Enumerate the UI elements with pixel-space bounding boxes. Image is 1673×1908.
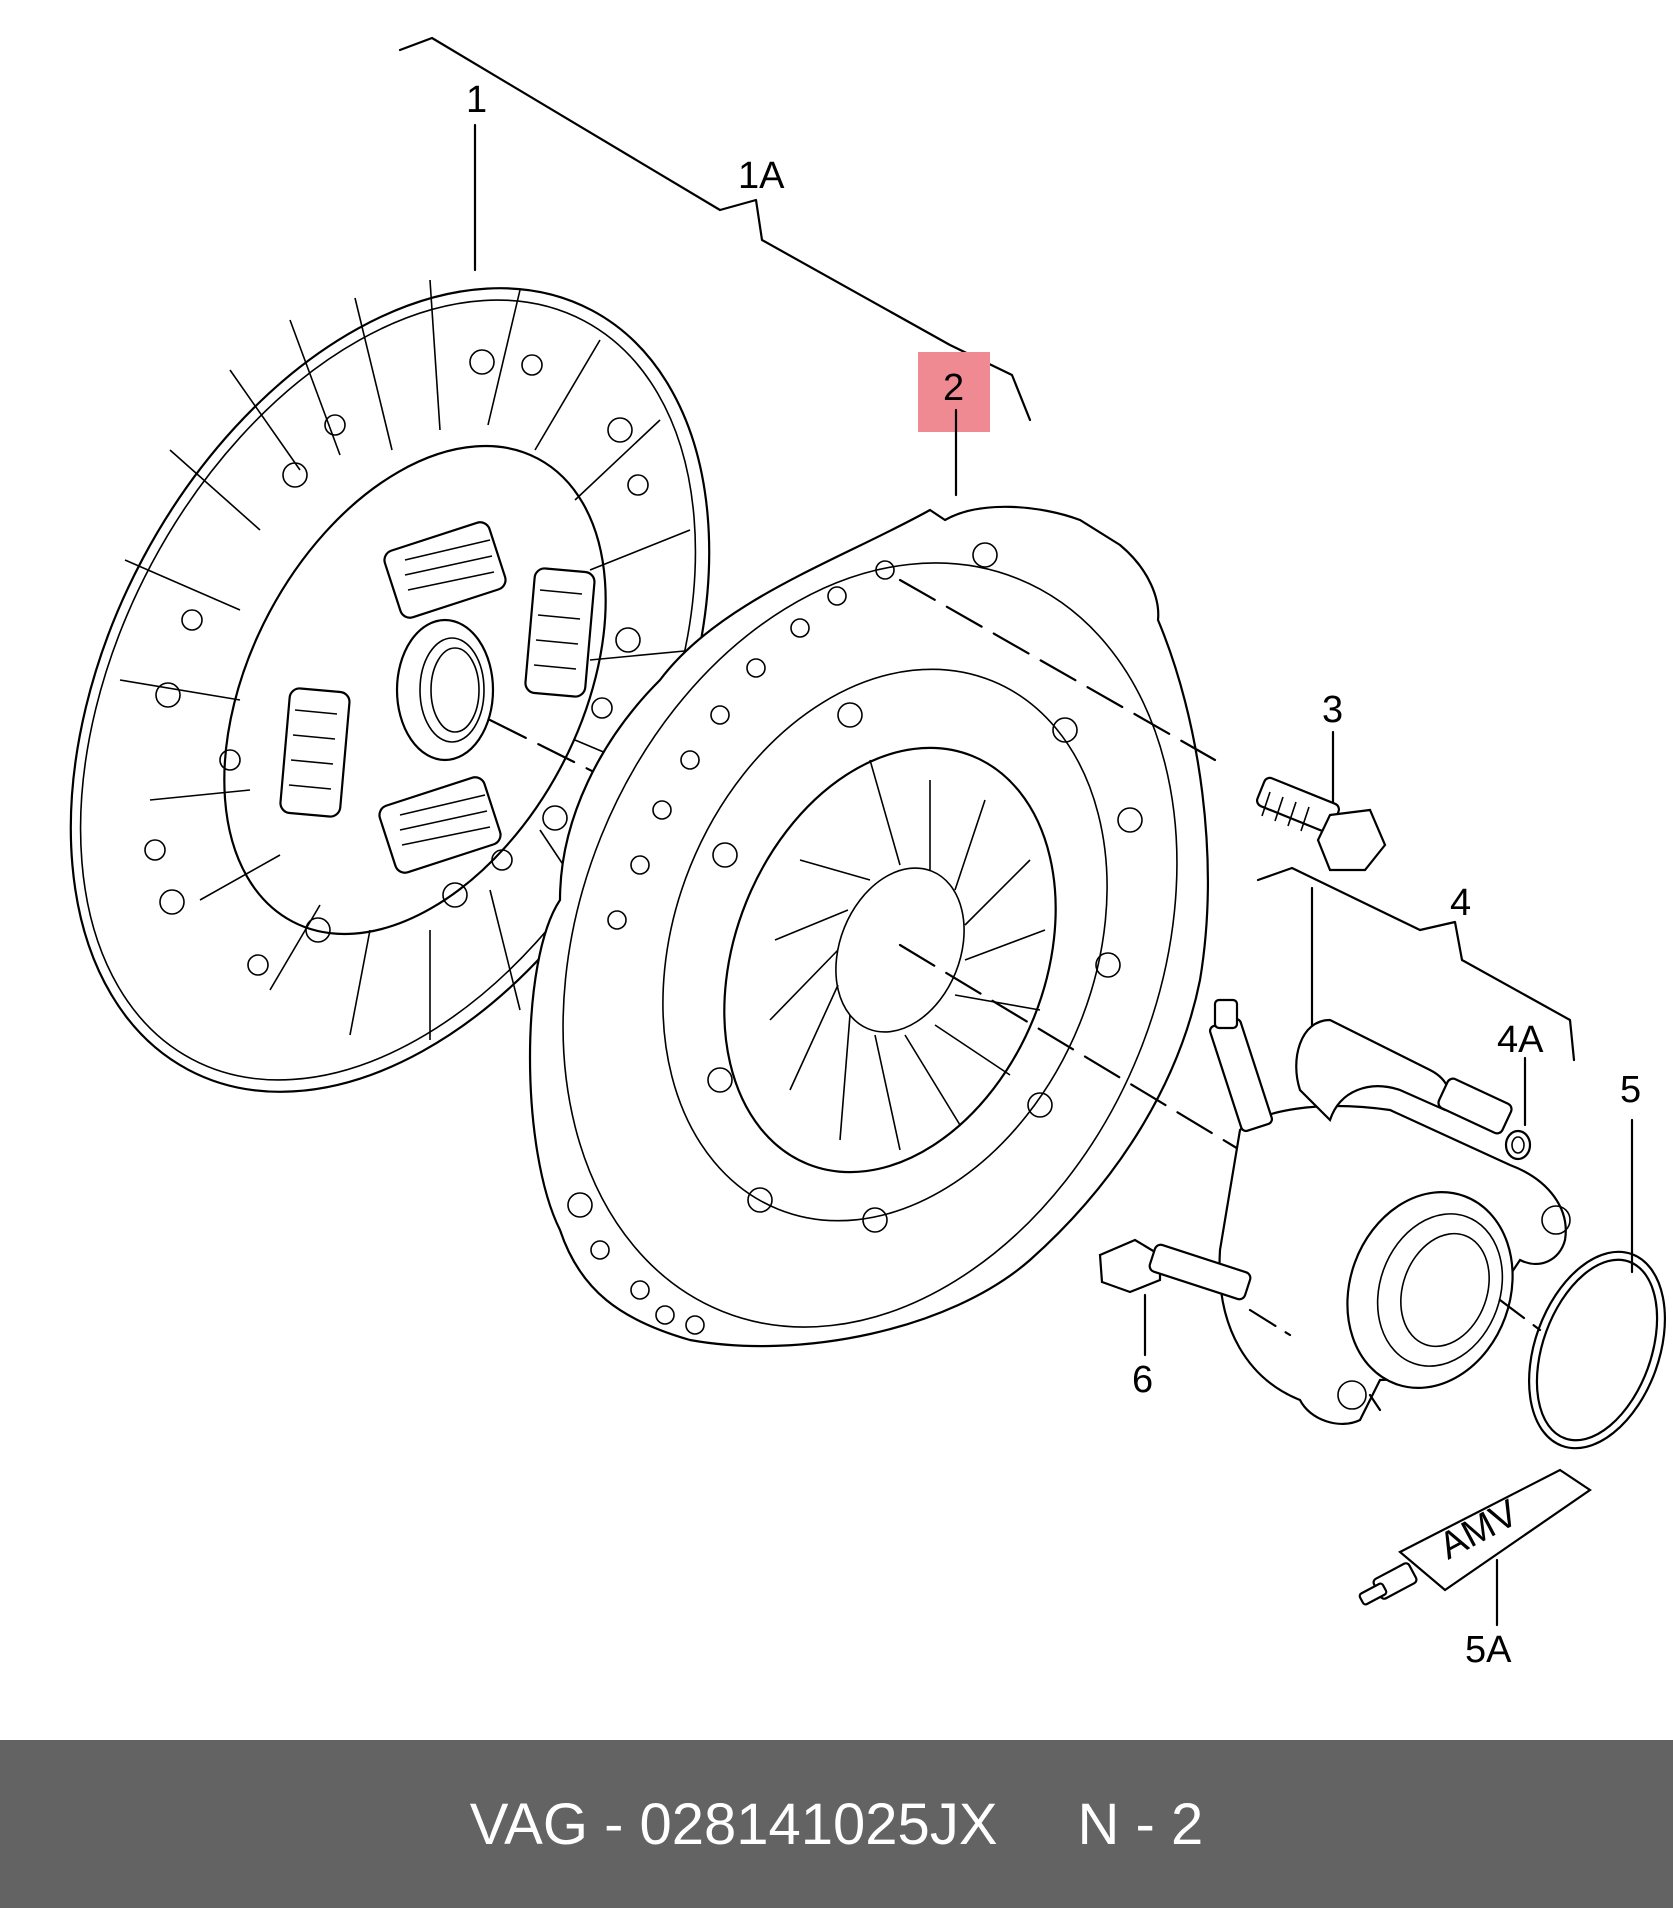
bracket-1A: [398, 36, 1032, 422]
pressure-plate: [528, 505, 1242, 1348]
bolt-6: [1098, 1238, 1292, 1337]
label-3: 3: [1322, 689, 1343, 731]
label-4A: 4A: [1497, 1019, 1544, 1061]
label-1A: 1A: [738, 155, 785, 197]
clutch-disc: [69, 279, 711, 1093]
label-1: 1: [466, 79, 487, 121]
footer-part-number: VAG - 028141025JX: [469, 1791, 998, 1857]
o-ring-4A: [1504, 1129, 1532, 1161]
footer-bar: VAG - 028141025JX N - 2: [0, 1740, 1673, 1908]
o-ring-5: [1527, 1250, 1667, 1450]
bolt-3: [1256, 776, 1387, 872]
label-6: 6: [1132, 1359, 1153, 1401]
label-4: 4: [1450, 882, 1471, 924]
bracket-4: [1256, 866, 1576, 1062]
footer-position: N - 2: [1077, 1791, 1204, 1857]
label-5: 5: [1620, 1069, 1641, 1111]
label-2: 2: [943, 367, 964, 409]
label-5A: 5A: [1465, 1629, 1512, 1671]
highlight-part-2: [918, 352, 990, 432]
grease-tube-5A: AMV: [1358, 1468, 1592, 1606]
slave-cylinder: [1208, 998, 1571, 1425]
exploded-clutch-diagram: AMV 1 1A 2 3 4 4A 5 6 5A: [69, 36, 1667, 1671]
